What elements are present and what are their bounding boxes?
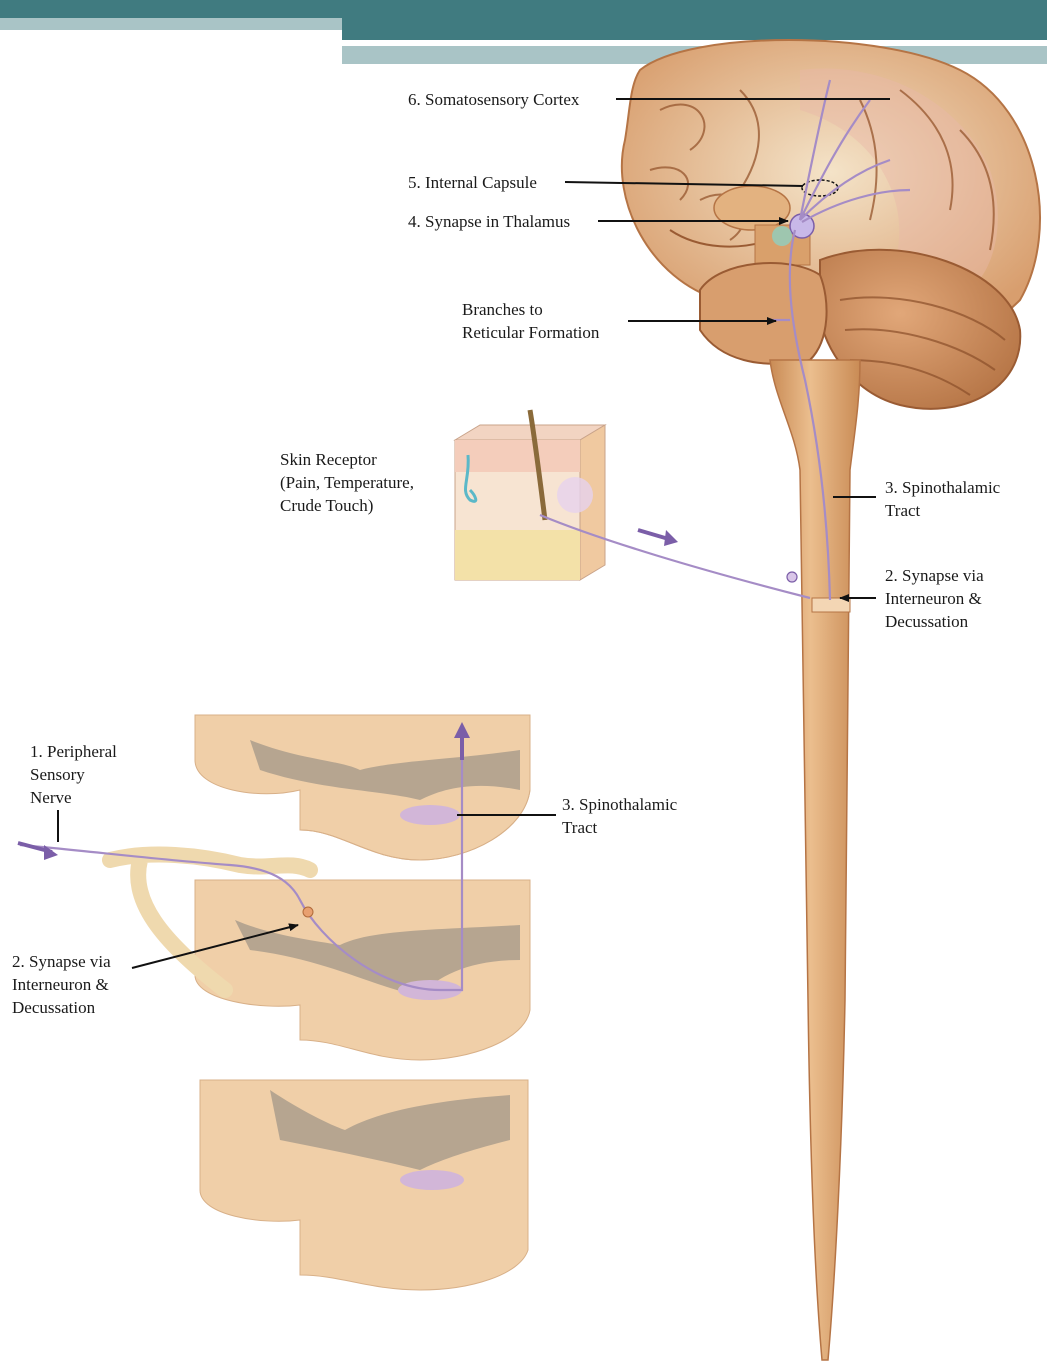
header-band-right [342, 18, 1047, 40]
label-peripheral-line2: Sensory [30, 763, 117, 786]
thalamus-icon [714, 186, 790, 230]
label-skin-receptor: Skin Receptor (Pain, Temperature, Crude … [280, 448, 414, 517]
header-band-left-strip [0, 18, 342, 30]
label-synapse-lower-line3: Decussation [12, 996, 111, 1019]
label-spinothalamic-upper: 3. Spinothalamic Tract [885, 476, 1000, 522]
label-spino-upper-line2: Tract [885, 499, 1000, 522]
label-synapse-upper-line1: 2. Synapse via [885, 564, 984, 587]
label-somatosensory-cortex: 6. Somatosensory Cortex [408, 88, 579, 111]
label-peripheral-nerve: 1. Peripheral Sensory Nerve [30, 740, 117, 809]
label-synapse-upper: 2. Synapse via Interneuron & Decussation [885, 564, 984, 633]
dorsal-ganglion-icon [787, 572, 797, 582]
label-skin-line2: (Pain, Temperature, [280, 471, 414, 494]
label-peripheral-line1: 1. Peripheral [30, 740, 117, 763]
label-synapse-upper-line2: Interneuron & [885, 587, 984, 610]
label-internal-capsule: 5. Internal Capsule [408, 171, 537, 194]
label-spinothalamic-lower: 3. Spinothalamic Tract [562, 793, 677, 839]
label-skin-line3: Crude Touch) [280, 494, 414, 517]
label-spino-lower-line1: 3. Spinothalamic [562, 793, 677, 816]
label-reticular-line1: Branches to [462, 298, 599, 321]
label-spino-lower-line2: Tract [562, 816, 677, 839]
skin-icon [455, 410, 605, 580]
label-synapse-lower: 2. Synapse via Interneuron & Decussation [12, 950, 111, 1019]
brainstem-icon [700, 263, 827, 364]
label-reticular-formation: Branches to Reticular Formation [462, 298, 599, 344]
label-synapse-upper-line3: Decussation [885, 610, 984, 633]
label-synapse-thalamus: 4. Synapse in Thalamus [408, 210, 570, 233]
label-skin-line1: Skin Receptor [280, 448, 414, 471]
header-band-top [0, 0, 1047, 18]
label-synapse-lower-line2: Interneuron & [12, 973, 111, 996]
spinal-cord-icon [770, 360, 860, 1360]
label-spino-upper-line1: 3. Spinothalamic [885, 476, 1000, 499]
label-reticular-line2: Reticular Formation [462, 321, 599, 344]
label-synapse-lower-line1: 2. Synapse via [12, 950, 111, 973]
label-peripheral-line3: Nerve [30, 786, 117, 809]
